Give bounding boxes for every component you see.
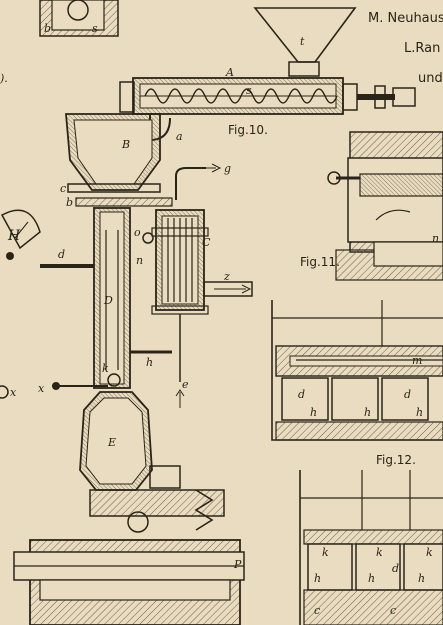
label-c-fig13-a: c bbox=[314, 604, 320, 617]
label-s-top-left: s bbox=[92, 22, 98, 35]
label-d: d bbox=[58, 248, 65, 261]
header-line-2: L.Ran bbox=[404, 41, 440, 56]
label-h-fig12-a: h bbox=[310, 406, 317, 419]
label-A: A bbox=[225, 66, 234, 79]
plate-header: M. Neuhaus L.Ran und bbox=[368, 11, 443, 86]
label-e: e bbox=[182, 378, 189, 391]
label-k-fig13-a: k bbox=[322, 546, 329, 559]
label-C: C bbox=[202, 236, 211, 249]
label-k-fig13-b: k bbox=[376, 546, 383, 559]
label-E: E bbox=[107, 436, 116, 449]
stray-mark: ). bbox=[0, 72, 8, 85]
label-h-fig13-c: h bbox=[418, 572, 425, 585]
figure-11: Fig.11. n bbox=[300, 131, 443, 281]
label-P: P bbox=[233, 558, 242, 571]
label-h: h bbox=[146, 356, 153, 369]
label-s: s bbox=[246, 84, 252, 97]
label-m: m bbox=[412, 354, 422, 367]
label-x: x bbox=[38, 382, 45, 395]
partial-figure-top-left: b s ). bbox=[0, 0, 119, 85]
label-h-fig12-c: h bbox=[416, 406, 423, 419]
label-k: k bbox=[102, 362, 109, 375]
figure-12-caption: Fig.12. bbox=[376, 453, 416, 467]
label-n: n bbox=[136, 254, 143, 267]
label-H: H bbox=[7, 228, 21, 244]
label-b: b bbox=[66, 196, 73, 209]
label-h-fig13-a: h bbox=[314, 572, 321, 585]
label-n-fig11: n bbox=[432, 232, 439, 245]
header-line-1: M. Neuhaus bbox=[368, 11, 443, 26]
label-c: c bbox=[60, 182, 66, 195]
figure-13-partial: k k k d h h h c c bbox=[299, 470, 443, 625]
label-h-fig13-b: h bbox=[368, 572, 375, 585]
label-z: z bbox=[223, 270, 230, 283]
label-d-fig12-a: d bbox=[298, 388, 305, 401]
label-a: a bbox=[176, 130, 183, 143]
figure-11-caption: Fig.11. bbox=[300, 255, 340, 269]
label-D: D bbox=[103, 294, 113, 307]
figure-10-caption: Fig.10. bbox=[228, 123, 268, 137]
figure-10: t A s Fig.10. a B c b o g bbox=[0, 7, 416, 625]
label-k-fig13-c: k bbox=[426, 546, 433, 559]
pressure-gauge-h: H bbox=[0, 209, 41, 260]
label-B: B bbox=[121, 138, 130, 151]
label-h-fig12-b: h bbox=[364, 406, 371, 419]
label-c-fig13-b: c bbox=[390, 604, 396, 617]
label-b-top-left: b bbox=[44, 22, 51, 35]
label-o: o bbox=[134, 226, 141, 239]
figure-12: m d d h h h Fig.12. bbox=[271, 300, 443, 467]
label-g: g bbox=[224, 162, 231, 175]
label-d-fig12-b: d bbox=[404, 388, 411, 401]
label-d-fig13: d bbox=[392, 562, 399, 575]
label-x-edge: x bbox=[10, 386, 17, 399]
header-line-3: und bbox=[418, 71, 443, 86]
label-t: t bbox=[300, 35, 305, 48]
